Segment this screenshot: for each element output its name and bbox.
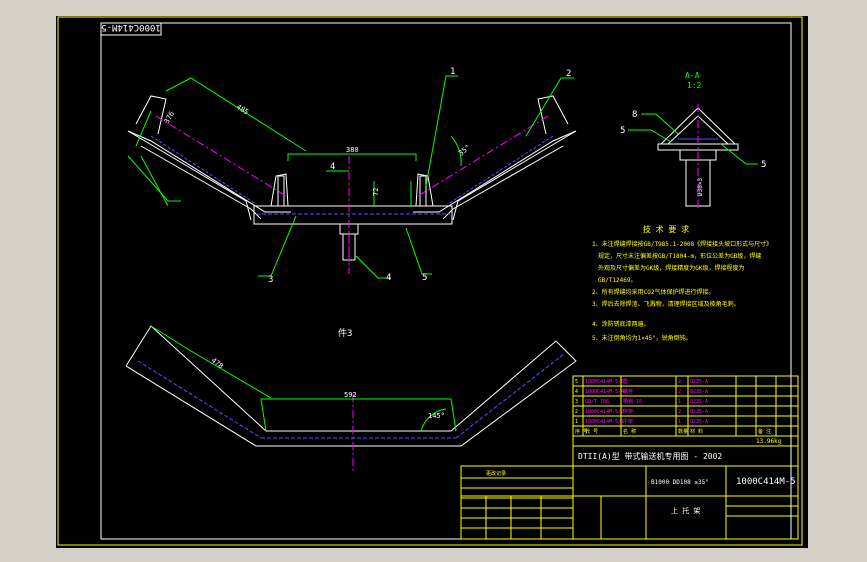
main-left-wing (127, 130, 291, 213)
title-tag-box (100, 22, 162, 36)
dim-section-d: Ø30×3 (697, 178, 704, 196)
svg-text:1: 1 (678, 419, 681, 425)
dim-main-side: 376 (163, 110, 176, 125)
tech-req-line: 2、所有焊缝均采用CO2气体保护焊进行焊接。 (592, 288, 714, 296)
main-base-channel (253, 205, 453, 225)
dim-main-top: 380 (346, 146, 359, 154)
svg-text:Q235-A: Q235-A (690, 389, 708, 395)
svg-text:3: 3 (575, 399, 578, 405)
section-callout-5: 5 (620, 126, 625, 136)
spec-text: B1000 DD108 ≥35° (651, 479, 709, 486)
tech-requirements: 技 术 要 求 1、未注焊缝焊接按GB/T985.1-2008《焊接接头坡口形式… (592, 224, 772, 342)
title-tag: 1000C414M-5 (101, 22, 161, 32)
svg-text:侧架: 侧架 (623, 408, 633, 415)
lower-view (125, 325, 577, 474)
svg-text:名 称: 名 称 (623, 428, 636, 435)
svg-text:备 注: 备 注 (758, 428, 771, 435)
tech-req-line: 外观及尺寸偏差为GK级，焊接精度为GK级，焊接程度为 (598, 264, 744, 272)
callout-3: 3 (268, 275, 273, 285)
svg-text:1000C414M-5/1: 1000C414M-5/1 (585, 419, 624, 425)
callout-5: 5 (422, 273, 427, 283)
section-scale: 1:2 (687, 81, 702, 90)
section-callout-8: 8 (632, 110, 637, 120)
dim-main-h: 72 (372, 188, 380, 196)
svg-text:螺栓: 螺栓 (623, 388, 633, 395)
svg-text:垫: 垫 (623, 378, 628, 385)
svg-text:Q235-A: Q235-A (690, 399, 708, 405)
mass-value: 13.96kg (756, 438, 782, 445)
main-right-wing (413, 130, 577, 213)
svg-text:1000C414M-5/4: 1000C414M-5/4 (585, 389, 624, 395)
svg-text:1000C414M-5/5: 1000C414M-5/5 (585, 379, 624, 385)
svg-text:1: 1 (678, 399, 681, 405)
main-view (127, 75, 577, 279)
svg-text:材 料: 材 料 (690, 428, 703, 435)
tech-req-line: 3、焊后去除焊渣、飞溅物，清理焊接区域及棱角毛刺。 (592, 300, 740, 308)
dim-angle: 35° (457, 143, 472, 157)
outer-frame (57, 16, 803, 546)
svg-text:序 号: 序 号 (575, 428, 588, 435)
svg-text:槽钢 10: 槽钢 10 (623, 398, 642, 405)
change-table-title: 更改记录 (486, 470, 506, 477)
dim-lower-len: 478 (210, 356, 225, 370)
tech-req-heading: 技 术 要 求 (643, 224, 689, 234)
inner-frame (100, 22, 792, 540)
sheet-label: 件3 (338, 327, 352, 339)
cad-viewport[interactable]: 1000C414M-5 (56, 16, 808, 548)
tech-req-line: 1、未注焊缝焊接按GB/T985.1-2008《焊接接头坡口形式与尺寸》 (592, 240, 772, 248)
svg-text:Q235-A: Q235-A (690, 379, 708, 385)
svg-text:2: 2 (678, 409, 681, 415)
tech-req-line: 规定，尺寸未注偏差按GB/T1804-m，形位公差为GB级，焊缝 (598, 252, 761, 260)
svg-text:1000C414M-5/2: 1000C414M-5/2 (585, 409, 624, 415)
drawing-name: DTII(A)型 带式输送机专用图 - 2002 (578, 451, 722, 461)
dim-lower-angle: 145° (428, 412, 445, 420)
section-label: A-A (685, 71, 700, 80)
svg-text:GB/T 706: GB/T 706 (585, 399, 609, 405)
svg-text:2: 2 (678, 379, 681, 385)
dim-lower-base: 592 (344, 391, 357, 399)
tech-req-line: 4、涂防锈底漆两遍。 (592, 320, 650, 328)
svg-text:代 号: 代 号 (585, 428, 598, 435)
part-name: 上 托 架 (671, 506, 700, 515)
callout-4a: 4 (330, 162, 335, 172)
svg-text:Q235-A: Q235-A (690, 419, 708, 425)
tech-req-line: GB/T12469。 (598, 277, 637, 284)
tech-req-line: 5、未注倒角均为1×45°，锐角倒钝。 (592, 334, 692, 342)
svg-text:1: 1 (575, 419, 578, 425)
svg-text:数量: 数量 (678, 428, 688, 435)
bom-table (572, 375, 799, 437)
drawing-number: 1000C414M-5 (736, 477, 796, 487)
section-view (628, 104, 758, 211)
svg-text:中架: 中架 (623, 418, 633, 425)
cad-drawing: 1000C414M-5 (57, 16, 803, 546)
svg-text:4: 4 (575, 389, 578, 395)
bom-rows: 5 1000C414M-5/5 垫 2 Q235-A 4 1000C414M-5… (575, 378, 771, 435)
callout-1: 1 (450, 67, 455, 77)
title-block (460, 435, 799, 540)
svg-text:2: 2 (678, 389, 681, 395)
svg-text:2: 2 (575, 409, 578, 415)
callout-2: 2 (566, 69, 571, 79)
svg-text:Q235-A: Q235-A (690, 409, 708, 415)
svg-text:5: 5 (575, 379, 578, 385)
callout-4b: 4 (386, 273, 391, 283)
section-callout-5b: 5 (761, 160, 766, 170)
